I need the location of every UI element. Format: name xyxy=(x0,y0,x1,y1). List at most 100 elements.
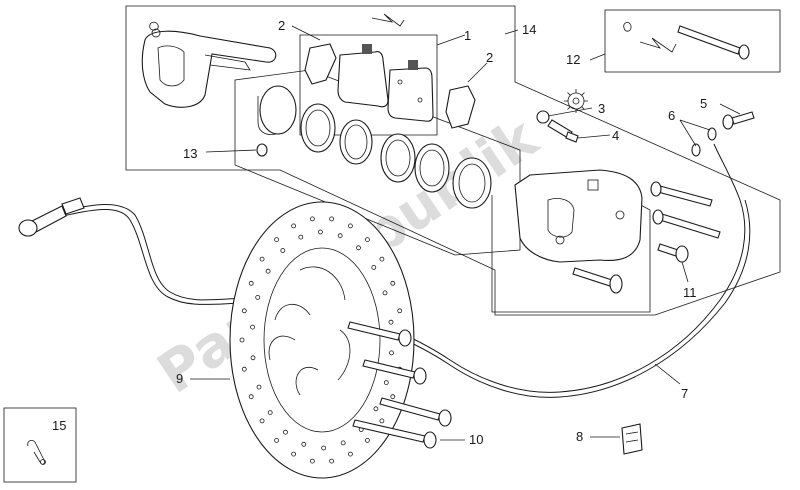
leader-2a xyxy=(291,25,321,41)
disc-hole xyxy=(256,384,262,390)
leader-13 xyxy=(205,149,257,153)
pin-icon xyxy=(149,21,159,31)
callout-1: 1 xyxy=(464,28,471,43)
disc-hole xyxy=(329,458,335,464)
pin-kit-box xyxy=(604,9,781,73)
bolt-long-top xyxy=(650,181,713,207)
disc-hole xyxy=(280,248,286,253)
clip-8 xyxy=(621,423,643,455)
callout-13: 13 xyxy=(183,146,197,161)
disc-hole xyxy=(364,237,370,243)
callout-14: 14 xyxy=(522,22,536,37)
seal-ring-2 xyxy=(339,119,373,165)
hose-fitting-left xyxy=(18,197,85,237)
disc-hole xyxy=(309,458,315,464)
disc-hole xyxy=(283,429,288,435)
leader-5 xyxy=(719,103,741,115)
caliper-half-right xyxy=(514,169,643,263)
disc-hole xyxy=(340,440,346,446)
disc-hole xyxy=(373,406,379,412)
disc-hole xyxy=(390,280,396,286)
disc-hole xyxy=(337,233,343,239)
bleed-cap xyxy=(536,110,550,124)
disc-hole xyxy=(259,256,265,262)
leader-12 xyxy=(589,53,606,61)
disc-hole xyxy=(356,245,361,251)
disc-hole xyxy=(301,441,307,447)
disc-hole xyxy=(274,237,280,243)
callout-15: 15 xyxy=(52,418,66,433)
disc-hole xyxy=(364,437,370,443)
o-ring-small xyxy=(256,143,268,157)
assembly-outline-14 xyxy=(125,5,781,316)
disc-bolt-2 xyxy=(362,359,427,385)
callout-5: 5 xyxy=(700,96,707,111)
disc-hole xyxy=(309,216,315,222)
bolt-long-mid xyxy=(652,209,721,239)
disc-hole xyxy=(379,256,385,262)
leader-2b xyxy=(467,62,488,83)
leader-7 xyxy=(654,363,681,385)
disc-hole xyxy=(248,394,254,400)
piston-left xyxy=(257,85,297,135)
disc-hole xyxy=(265,268,271,274)
bolt-short-11 xyxy=(657,243,689,263)
disc-hole xyxy=(389,350,394,356)
pin-clip-small xyxy=(623,22,632,32)
callout-12: 12 xyxy=(566,52,580,67)
bleed-screw xyxy=(547,119,579,143)
callout-11: 11 xyxy=(683,285,697,300)
brake-hose xyxy=(57,143,746,393)
disc-hole xyxy=(383,380,389,386)
disc-hole xyxy=(241,366,247,372)
washer-1 xyxy=(707,127,717,141)
leader-3 xyxy=(547,107,593,117)
bolt-lower xyxy=(572,267,623,294)
disc-hole xyxy=(250,355,256,361)
seal-ring-3 xyxy=(380,133,416,183)
clip-icon-end xyxy=(40,459,46,465)
disc-hole xyxy=(274,437,280,443)
disc-hole xyxy=(298,234,304,240)
banjo-bolt xyxy=(722,111,755,130)
disc-hole xyxy=(291,451,297,457)
brake-hose-inner xyxy=(57,199,751,398)
pad-spring-right xyxy=(445,85,476,129)
callout-4: 4 xyxy=(612,128,619,143)
disc-hole xyxy=(241,308,247,314)
disc-hole xyxy=(371,264,377,270)
disc-hole xyxy=(390,394,396,400)
clip-icon xyxy=(27,440,45,465)
leader-6a xyxy=(679,119,697,147)
mark-top-2 xyxy=(639,37,677,53)
pad-kit-box xyxy=(299,34,438,136)
disc-hole xyxy=(317,229,323,235)
disc-hole xyxy=(329,216,335,222)
disc-bolt-4 xyxy=(352,419,437,449)
callout-7: 7 xyxy=(681,386,688,401)
disc-hole xyxy=(388,319,394,325)
disc-bolt-3 xyxy=(379,397,452,427)
disc-hole xyxy=(291,223,297,229)
seal-ring-1 xyxy=(300,103,336,153)
disc-hole xyxy=(259,418,265,424)
brake-pad-1 xyxy=(337,44,389,108)
caliper-half-left xyxy=(141,28,277,108)
piston-right xyxy=(452,157,492,209)
disc-hole xyxy=(248,280,254,286)
callout-2b: 2 xyxy=(486,50,493,65)
disc-hole xyxy=(250,324,255,330)
retaining-pin xyxy=(677,25,750,60)
disc-hole xyxy=(347,223,353,229)
disc-hole xyxy=(321,445,327,451)
mark-top-1 xyxy=(371,13,405,27)
leader-14 xyxy=(504,29,519,35)
leader-4 xyxy=(577,134,611,139)
brake-disc xyxy=(229,201,415,479)
disc-hole xyxy=(379,418,385,424)
seal-ring-4 xyxy=(414,143,450,193)
disc-bolt-1 xyxy=(347,321,412,347)
callout-8: 8 xyxy=(576,429,583,444)
